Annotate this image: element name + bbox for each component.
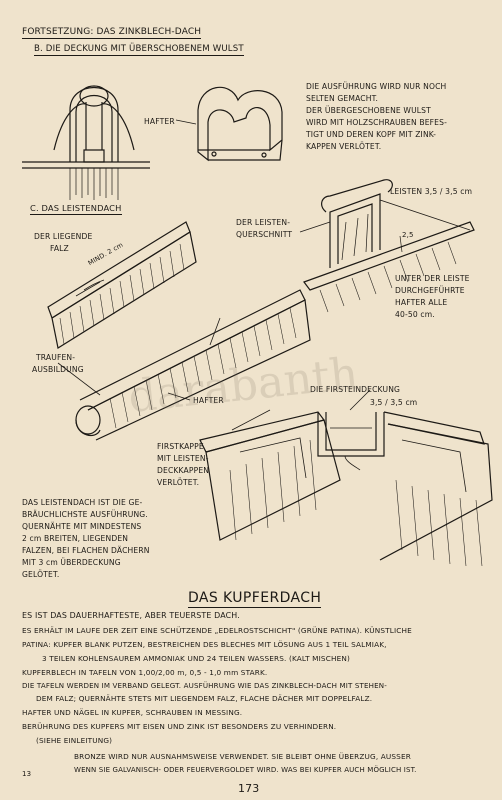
label-2-5: 2,5 xyxy=(402,231,414,239)
wulst-hatching xyxy=(69,168,119,200)
label-liegende-falz-2: FALZ xyxy=(50,244,69,253)
leader-lines xyxy=(57,221,371,431)
hafter-perspective-drawing xyxy=(197,86,283,162)
label-firstkappe-2: DECKKAPPEN xyxy=(157,466,210,475)
label-hafter-note-0: UNTER DER LEISTE xyxy=(395,274,470,283)
kupfer-line-0: ES IST DAS DAUERHAFTESTE, ABER TEUERSTE … xyxy=(22,611,240,620)
leisten-note-3: 2 cm BREITEN, LIEGENDEN xyxy=(22,534,129,543)
label-liegende-falz-1: DER LIEGENDE xyxy=(34,232,93,241)
kupfer-line-10: BRONZE WIRD NUR AUSNAHMSWEISE VERWENDET.… xyxy=(74,752,411,761)
leisten-note-0: DAS LEISTENDACH IST DIE GE- xyxy=(22,498,143,507)
kupfer-line-7: HAFTER UND NÄGEL IN KUPFER, SCHRAUBEN IN… xyxy=(22,708,243,717)
kupfer-line-2: PATINA: KUPFER BLANK PUTZEN, BESTREICHEN… xyxy=(22,640,387,649)
leisten-hatching xyxy=(319,241,457,313)
figure-b-note-3: WIRD MIT HOLZSCHRAUBEN BEFES- xyxy=(306,118,447,127)
left-page-mark: 13 xyxy=(22,770,32,778)
label-hafter-note-2: HAFTER ALLE xyxy=(395,298,448,307)
page-number: 173 xyxy=(238,782,260,795)
kupfer-line-11: WENN SIE GALVANISCH- ODER FEUERVERGOLDET… xyxy=(74,766,417,774)
leisten-note-5: MIT 3 cm ÜBERDECKUNG xyxy=(22,558,121,567)
section-c-heading: C. DAS LEISTENDACH xyxy=(30,203,122,215)
leisten-note-6: GELÖTET. xyxy=(22,570,60,579)
kupfer-line-8: BERÜHRUNG DES KUPFERS MIT EISEN UND ZINK… xyxy=(22,722,337,731)
label-firstkappe-1: MIT LEISTEN- xyxy=(157,454,209,463)
label-first-dim: 3,5 / 3,5 cm xyxy=(370,398,418,407)
label-querschnitt-2: QUERSCHNITT xyxy=(236,230,293,239)
falz-perspective-drawing xyxy=(47,221,197,349)
kupferdach-heading: DAS KUPFERDACH xyxy=(188,590,322,608)
label-traufe-2: AUSBILDUNG xyxy=(32,365,84,374)
figure-b-note-4: TIGT UND DEREN KOPF MIT ZINK- xyxy=(306,130,436,139)
kupfer-line-3: 3 TEILEN KOHLENSAUREM AMMONIAK UND 24 TE… xyxy=(42,654,350,663)
figure-b-note-2: DER ÜBERGESCHOBENE WULST xyxy=(306,106,431,115)
label-hafter-b: HAFTER xyxy=(144,117,175,126)
kupfer-line-1: ES ERHÄLT IM LAUFE DER ZEIT EINE SCHÜTZE… xyxy=(22,626,412,635)
label-querschnitt-1: DER LEISTEN- xyxy=(236,218,291,227)
label-hafter-note-1: DURCHGEFÜHRTE xyxy=(395,286,465,295)
wulst-section-drawing xyxy=(22,85,150,169)
first-hatching xyxy=(229,439,483,567)
kupfer-line-4: KUPFERBLECH IN TAFELN VON 1,00/2,00 m, 0… xyxy=(22,668,268,677)
label-leisten-dim: LEISTEN 3,5 / 3,5 cm xyxy=(390,187,473,196)
traufe-perspective-drawing xyxy=(75,289,311,441)
label-firstkappe-0: FIRSTKAPPE xyxy=(157,442,204,451)
falz-hatching xyxy=(59,243,185,345)
first-ridge-drawing xyxy=(199,411,493,561)
figure-b-note-0: DIE AUSFÜHRUNG WIRD NUR NOCH xyxy=(306,82,447,91)
leisten-section-drawing xyxy=(303,179,475,291)
label-hafter-traufe: HAFTER xyxy=(193,396,224,405)
label-traufe-1: TRAUFEN- xyxy=(36,353,76,362)
kupfer-line-9: (SIEHE EINLEITUNG) xyxy=(36,736,113,745)
section-b-heading: B. DIE DECKUNG MIT ÜBERSCHOBENEM WULST xyxy=(34,44,244,56)
kupfer-line-6: DEM FALZ; QUERNÄHTE STETS MIT LIEGENDEM … xyxy=(36,694,373,703)
leisten-note-1: BRÄUCHLICHSTE AUSFÜHRUNG. xyxy=(22,510,148,519)
leisten-note-2: QUERNÄHTE MIT MINDESTENS xyxy=(22,522,142,531)
label-firsteindeckung: DIE FIRSTEINDECKUNG xyxy=(310,385,401,394)
kupfer-line-5: DIE TAFELN WERDEN IM VERBAND GELEGT. AUS… xyxy=(22,681,387,690)
continuation-heading: FORTSETZUNG: DAS ZINKBLECH-DACH xyxy=(22,27,202,39)
leisten-note-4: FALZEN, BEI FLACHEN DÄCHERN xyxy=(22,546,150,555)
figure-b-note-5: KAPPEN VERLÖTET. xyxy=(306,142,382,151)
figure-b-note-1: SELTEN GEMACHT. xyxy=(306,94,379,103)
label-firstkappe-3: VERLÖTET. xyxy=(157,478,200,487)
label-hafter-note-3: 40-50 cm. xyxy=(395,310,435,319)
traufe-hatching xyxy=(109,307,297,429)
